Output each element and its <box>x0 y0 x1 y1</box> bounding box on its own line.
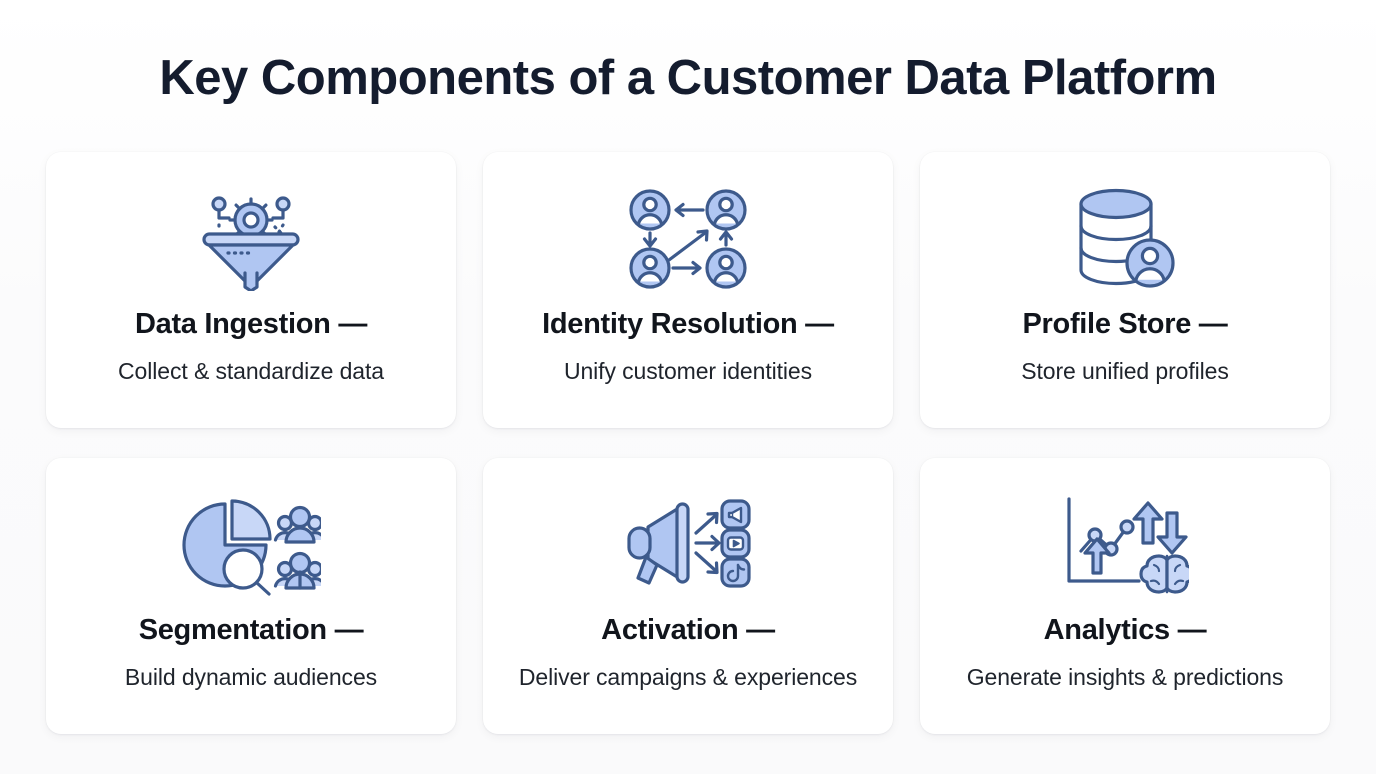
megaphone-channels-icon <box>624 484 752 606</box>
page-title: Key Components of a Customer Data Platfo… <box>159 51 1217 105</box>
card-subtitle: Store unified profiles <box>1021 358 1229 384</box>
card-title: Profile Store — <box>1022 308 1228 340</box>
components-grid: Data Ingestion — Collect & standardize d… <box>46 152 1330 734</box>
card-title: Analytics — <box>1043 614 1207 646</box>
card-activation[interactable]: Activation — Deliver campaigns & experie… <box>483 458 893 734</box>
card-analytics[interactable]: Analytics — Generate insights & predicti… <box>920 458 1330 734</box>
funnel-gear-icon <box>197 178 305 300</box>
card-subtitle: Generate insights & predictions <box>966 664 1284 690</box>
card-subtitle: Deliver campaigns & experiences <box>518 664 858 690</box>
card-title: Identity Resolution — <box>542 308 834 340</box>
card-title: Data Ingestion — <box>134 308 368 340</box>
pie-chart-people-icon <box>181 484 321 606</box>
card-title: Segmentation — <box>138 614 364 646</box>
card-profile-store[interactable]: Profile Store — Store unified profiles <box>920 152 1330 428</box>
chart-brain-icon <box>1061 484 1189 606</box>
card-identity-resolution[interactable]: Identity Resolution — Unify customer ide… <box>483 152 893 428</box>
card-data-ingestion[interactable]: Data Ingestion — Collect & standardize d… <box>46 152 456 428</box>
card-segmentation[interactable]: Segmentation — Build dynamic audiences <box>46 458 456 734</box>
card-subtitle: Collect & standardize data <box>118 358 384 384</box>
card-subtitle: Unify customer identities <box>563 358 813 384</box>
card-subtitle: Build dynamic audiences <box>124 664 378 690</box>
card-title: Activation — <box>601 614 775 646</box>
database-user-icon <box>1073 178 1177 300</box>
identity-network-icon <box>629 178 747 300</box>
